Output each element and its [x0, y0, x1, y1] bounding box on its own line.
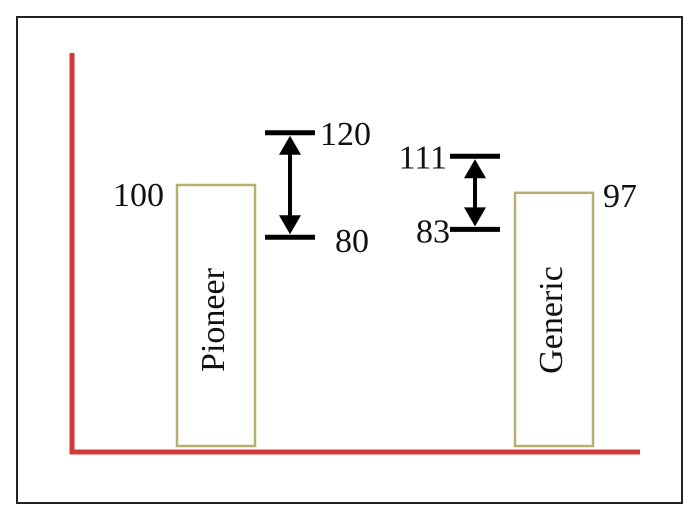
arrow-up-icon — [464, 159, 486, 179]
arrow-up-icon — [279, 135, 301, 155]
arrow-down-icon — [464, 207, 486, 227]
bar-pioneer — [175, 183, 257, 448]
value-label-generic: 97 — [603, 178, 637, 215]
range-indicator-generic — [450, 153, 500, 232]
bar-generic — [513, 191, 595, 448]
bar-label-generic: Generic — [533, 266, 570, 374]
value-label-pioneer: 100 — [113, 177, 164, 214]
range-indicator-pioneer — [265, 130, 315, 240]
arrow-down-icon — [279, 215, 301, 235]
range-low-label-generic: 83 — [416, 213, 450, 250]
range-low-label-pioneer: 80 — [335, 223, 369, 260]
range-high-label-pioneer: 120 — [320, 116, 371, 153]
outer-frame — [16, 16, 683, 504]
bar-label-pioneer: Pioneer — [195, 267, 232, 372]
range-high-label-generic: 111 — [399, 139, 447, 176]
